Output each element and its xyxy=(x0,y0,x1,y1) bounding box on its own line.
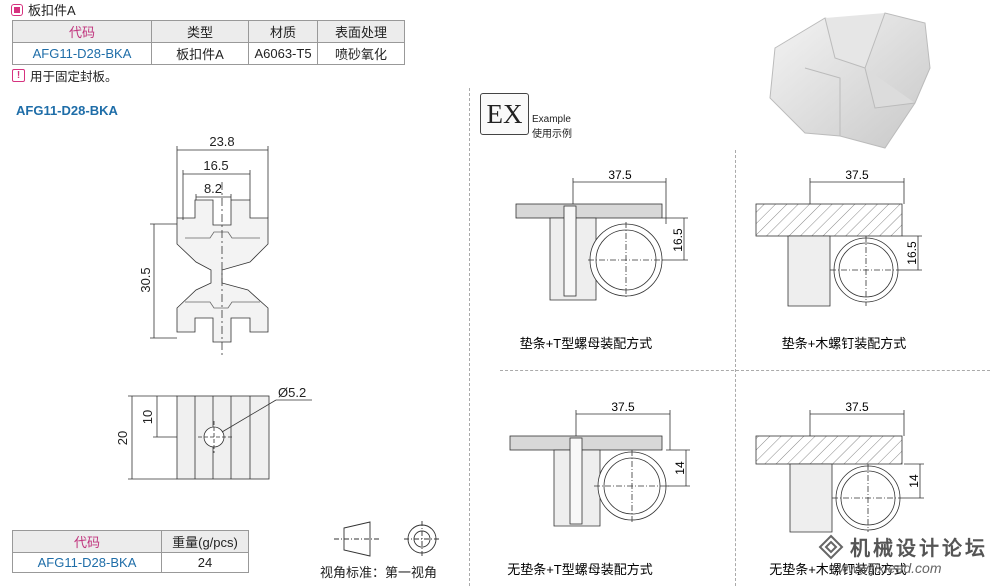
example-drawings: 37.5 16.5 垫条+T型螺母装配方式 37.5 16.5 垫条+木螺钉装配… xyxy=(507,168,924,577)
th-type: 类型 xyxy=(151,20,249,43)
watermark-url: www.jixiead.com xyxy=(838,560,942,576)
ex3-dim-w: 37.5 xyxy=(611,400,635,414)
watermark: 机械设计论坛 xyxy=(818,532,988,561)
cell-code: AFG11-D28-BKA xyxy=(12,42,152,65)
th-code: 代码 xyxy=(12,20,152,43)
th-surface: 表面处理 xyxy=(317,20,405,43)
dim-hole: Ø5.2 xyxy=(278,385,306,400)
product-render xyxy=(769,12,931,149)
spec-table: 代码 类型 材质 表面处理 AFG11-D28-BKA 板扣件A A6063-T… xyxy=(12,20,405,65)
ex4-caption: 无垫条+木螺钉装配方式 xyxy=(769,562,907,577)
product-title: AFG11-D28-BKA xyxy=(16,103,118,118)
cell-type: 板扣件A xyxy=(151,42,249,65)
note-text: 用于固定封板。 xyxy=(30,70,118,84)
separator-horizontal xyxy=(500,370,990,371)
th-weight-code: 代码 xyxy=(12,530,162,553)
ex3-caption: 无垫条+T型螺母装配方式 xyxy=(507,562,653,577)
separator-vertical xyxy=(469,88,470,586)
dim-width-outer: 23.8 xyxy=(209,134,234,149)
dim-side-height: 20 xyxy=(115,431,130,445)
dim-width-inner: 8.2 xyxy=(204,181,222,196)
dim-width-mid: 16.5 xyxy=(203,158,228,173)
cell-surface: 喷砂氧化 xyxy=(317,42,405,65)
th-material: 材质 xyxy=(248,20,318,43)
dim-side-half: 10 xyxy=(140,410,155,424)
ex2-caption: 垫条+木螺钉装配方式 xyxy=(782,336,907,351)
cell-material: A6063-T5 xyxy=(248,42,318,65)
separator-examples xyxy=(735,150,736,586)
example-3: 37.5 14 无垫条+T型螺母装配方式 xyxy=(507,400,690,577)
section-header: 板扣件A xyxy=(12,0,76,19)
th-weight: 重量(g/pcs) xyxy=(161,530,249,553)
ex4-dim-h: 14 xyxy=(907,474,921,488)
example-4: 37.5 14 无垫条+木螺钉装配方式 xyxy=(755,400,924,577)
example-1: 37.5 16.5 垫条+T型螺母装配方式 xyxy=(515,168,688,351)
section-title: 板扣件A xyxy=(28,3,76,18)
watermark-logo-icon xyxy=(818,534,844,559)
ex1-dim-h: 16.5 xyxy=(671,228,685,252)
weight-table: 代码 重量(g/pcs) AFG11-D28-BKA 24 xyxy=(12,530,249,573)
ex4-dim-w: 37.5 xyxy=(845,400,869,414)
example-2: 37.5 16.5 垫条+木螺钉装配方式 xyxy=(755,168,922,351)
projection-label: 视角标准：第一视角 xyxy=(320,565,438,580)
cell-weight: 24 xyxy=(161,552,249,573)
example-badge: EX xyxy=(480,93,529,135)
ex2-dim-w: 37.5 xyxy=(845,168,869,182)
warning-icon: ! xyxy=(12,69,25,82)
ex3-dim-h: 14 xyxy=(673,461,687,475)
watermark-text: 机械设计论坛 xyxy=(850,536,988,560)
ex1-caption: 垫条+T型螺母装配方式 xyxy=(520,336,653,351)
example-cn: 使用示例 xyxy=(532,129,572,140)
ex2-dim-h: 16.5 xyxy=(905,241,919,265)
profile-section xyxy=(176,199,269,343)
cell-weight-code: AFG11-D28-BKA xyxy=(12,552,162,573)
bullet-square-icon xyxy=(12,4,22,15)
usage-note: ! 用于固定封板。 xyxy=(12,66,118,85)
left-drawings: 23.8 16.5 8.2 30.5 Ø5.2 20 10 xyxy=(115,134,312,480)
example-en: Example xyxy=(532,114,571,125)
dim-height: 30.5 xyxy=(138,267,153,292)
projection-symbol-icon xyxy=(334,521,440,557)
ex1-dim-w: 37.5 xyxy=(608,168,632,182)
